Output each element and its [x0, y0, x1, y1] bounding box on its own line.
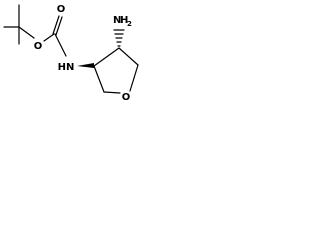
- bond-tbu-to-oxygen: [18, 26, 35, 39]
- atom-carbamate-nh: HN: [58, 62, 75, 73]
- atom-ester-oxygen: O: [34, 41, 43, 52]
- bond-carbonyl-to-nh: [54, 33, 67, 57]
- amine-h-label: H: [120, 15, 128, 26]
- atom-ring-oxygen: O: [122, 92, 131, 103]
- bond-carbonyl-double-2: [55, 16, 63, 36]
- bond-ring-c3-c2: [93, 65, 105, 93]
- tert-butyl-group: [3, 4, 35, 45]
- hash-bond-amine: [113, 29, 125, 47]
- bond-ring-c5-o: [129, 64, 139, 92]
- amine-n-label: N: [113, 15, 121, 26]
- structure-drawing: O O HN O N H 2: [3, 4, 139, 103]
- bond-ring-c4-c5: [118, 47, 139, 66]
- bond-ring-c3-c4: [93, 47, 120, 67]
- amine-h-count: 2: [127, 20, 132, 28]
- carbamate-group: O O HN: [34, 4, 75, 73]
- atom-amine: N H 2: [113, 15, 132, 28]
- bond-oxygen-to-carbonyl: [43, 33, 55, 42]
- oxolane-ring: O: [93, 47, 139, 103]
- atom-carbonyl-oxygen: O: [57, 4, 66, 15]
- wedge-bond-nh: [77, 63, 94, 68]
- bond-carbonyl-double-1: [52, 15, 60, 35]
- bond-ring-c2-o: [103, 91, 121, 94]
